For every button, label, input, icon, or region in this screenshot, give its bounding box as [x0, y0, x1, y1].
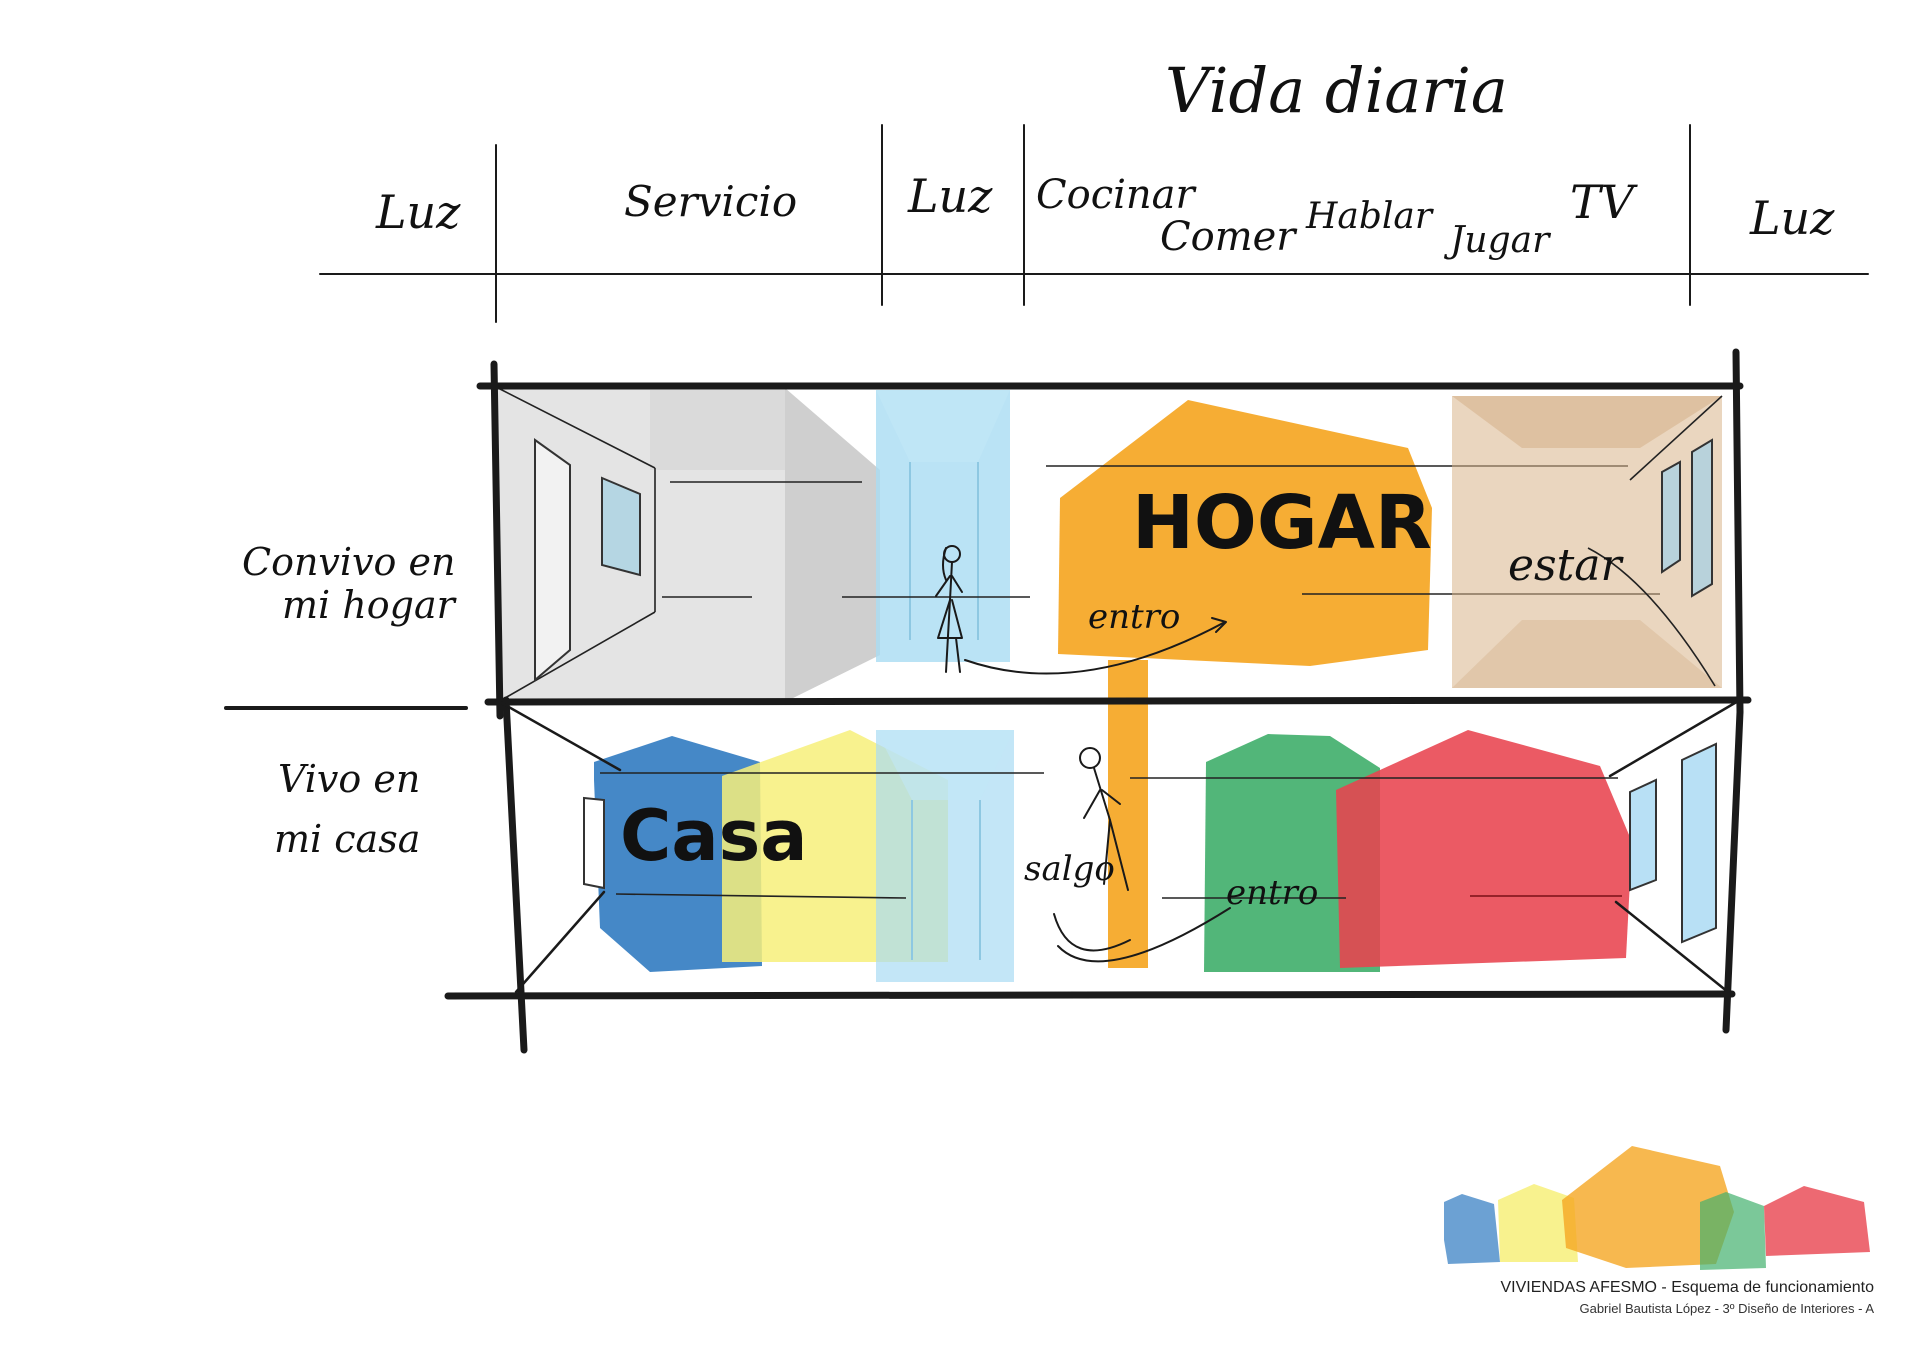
afesmo-logo — [1444, 1146, 1870, 1270]
footer-line1: VIVIENDAS AFESMO - Esquema de funcionami… — [1501, 1279, 1875, 1296]
estar-label: estar — [1508, 540, 1625, 591]
col-servicio: Servicio — [624, 177, 797, 226]
red-house-shape — [1336, 730, 1632, 968]
col-luz-left: Luz — [375, 185, 461, 239]
hogar-label: HOGAR — [1132, 480, 1432, 566]
col-luz-mid: Luz — [907, 169, 993, 223]
col-cocinar: Cocinar — [1036, 172, 1197, 218]
row-lower-line1: Vivo en — [278, 757, 420, 801]
title: Vida diaria — [1165, 54, 1508, 127]
lower-entro-label: entro — [1226, 873, 1318, 913]
estar-room — [1452, 395, 1723, 688]
footer-line2: Gabriel Bautista López - 3º Diseño de In… — [1579, 1301, 1874, 1316]
building-frame — [444, 348, 1752, 1054]
person-figure-lower — [1079, 747, 1129, 891]
window-lower-1 — [1629, 778, 1657, 892]
salgo-arrow — [1053, 913, 1131, 952]
lower-entro-arrow — [1057, 907, 1231, 963]
salgo-label: salgo — [1024, 849, 1115, 889]
row-upper-line1: Convivo en — [242, 540, 455, 584]
col-luz-right: Luz — [1749, 191, 1835, 245]
upper-entro-arrow — [964, 621, 1226, 675]
row-lower-line2: mi casa — [274, 817, 420, 861]
col-hablar: Hablar — [1305, 196, 1434, 237]
door-lower — [583, 796, 605, 890]
row-upper-line2: mi hogar — [282, 583, 458, 627]
col-tv: TV — [1570, 175, 1639, 229]
service-room — [497, 387, 880, 703]
window-lower-2 — [1681, 742, 1717, 944]
person-figure-upper — [935, 545, 963, 673]
casa-blue-shape — [594, 736, 762, 972]
upper-entro-label: entro — [1088, 597, 1180, 637]
casa-label: Casa — [620, 795, 808, 877]
col-comer: Comer — [1160, 214, 1298, 260]
green-house-shape — [1204, 734, 1380, 972]
col-jugar: Jugar — [1443, 220, 1551, 261]
light-shaft-upper — [842, 390, 1030, 662]
light-shaft-lower — [876, 730, 1014, 982]
header-grid — [319, 124, 1869, 323]
